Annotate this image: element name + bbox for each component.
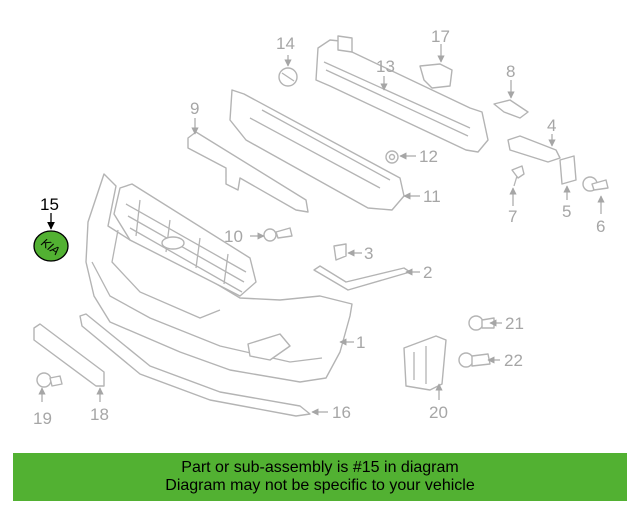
callout-20[interactable]: 20	[429, 403, 448, 422]
callout-7[interactable]: 7	[508, 207, 517, 226]
callout-21[interactable]: 21	[505, 314, 524, 333]
callout-11[interactable]: 11	[423, 187, 441, 206]
part-8-clip[interactable]	[493, 99, 529, 119]
callout-numbers: 14 13 17 8 4 9 12 11 7 5 6 10 3 2 1 21 2…	[33, 27, 605, 428]
part-6-fastener[interactable]	[582, 176, 609, 192]
callout-13[interactable]: 13	[376, 57, 395, 76]
callout-17[interactable]: 17	[431, 27, 450, 46]
part-14-cap[interactable]	[278, 67, 298, 87]
callout-9[interactable]: 9	[190, 99, 199, 118]
banner-line-1: Part or sub-assembly is #15 in diagram	[181, 459, 459, 476]
callout-1[interactable]: 1	[356, 333, 365, 352]
part-4-strip[interactable]	[507, 135, 561, 163]
part-2-bracket[interactable]	[313, 265, 411, 291]
callout-8[interactable]: 8	[506, 62, 515, 81]
part-19-fastener[interactable]	[36, 372, 63, 388]
callout-16[interactable]: 16	[332, 403, 351, 422]
part-20-bracket[interactable]	[403, 335, 447, 391]
part-9-bracket[interactable]	[187, 131, 309, 213]
leader-lines	[38, 44, 605, 416]
part-1-bumper-cover[interactable]	[85, 173, 353, 383]
callout-5[interactable]: 5	[562, 202, 571, 221]
part-11-absorber[interactable]	[229, 89, 405, 211]
banner-line-2: Diagram may not be specific to your vehi…	[165, 477, 475, 494]
callout-6[interactable]: 6	[596, 217, 605, 236]
callout-14[interactable]: 14	[276, 34, 295, 53]
callout-2[interactable]: 2	[423, 263, 432, 282]
callout-10[interactable]: 10	[224, 227, 243, 246]
callout-18[interactable]: 18	[90, 405, 109, 424]
part-3-clip[interactable]	[333, 243, 347, 261]
callout-3[interactable]: 3	[364, 244, 373, 263]
part-13-reinforcement-beam[interactable]	[315, 35, 489, 153]
info-banner: Part or sub-assembly is #15 in diagram D…	[13, 453, 627, 501]
part-16-lower-strip[interactable]	[79, 313, 311, 417]
part-12-clip[interactable]	[385, 150, 399, 164]
part-7-fastener[interactable]	[511, 165, 525, 187]
part-17-bracket[interactable]	[419, 63, 453, 89]
callout-15[interactable]: 15	[40, 195, 59, 214]
callout-22[interactable]: 22	[504, 351, 523, 370]
callout-12[interactable]: 12	[419, 147, 438, 166]
callout-4[interactable]: 4	[547, 116, 556, 135]
callout-19[interactable]: 19	[33, 409, 52, 428]
part-10-bolt[interactable]	[263, 227, 293, 242]
part-5-bracket[interactable]	[559, 155, 577, 185]
part-18-bracket[interactable]	[33, 323, 105, 387]
part-15-emblem[interactable]: KIA	[33, 230, 69, 262]
part-22-screw[interactable]	[458, 352, 491, 368]
